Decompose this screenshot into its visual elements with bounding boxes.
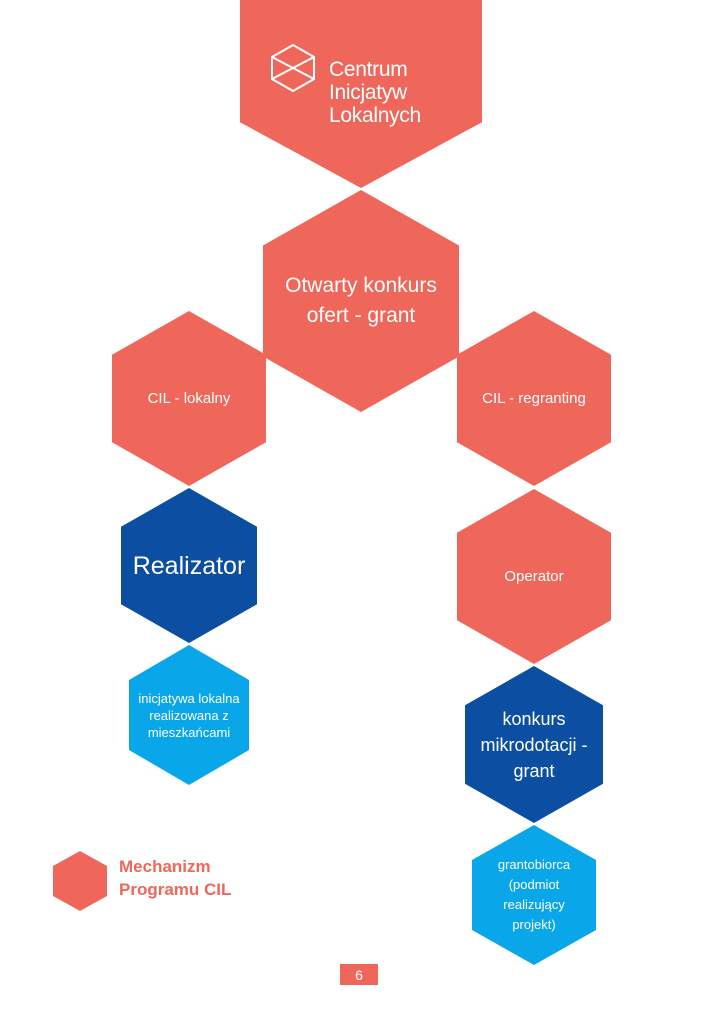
node-realizator: Realizator [121,488,257,643]
logo-line-2: Inicjatyw [329,81,407,104]
legend-line-2: Programu CIL [119,880,232,899]
node-operator: Operator [457,489,611,664]
legend-hexagon-icon [53,851,107,911]
node-grantobiorca-label: grantobiorca (podmiot realizujący projek… [497,857,571,932]
logo-text: Centrum Inicjatyw Lokalnych [329,58,421,127]
node-cil-regranting-label: CIL - regranting [482,389,586,407]
logo-line-1: Centrum [329,58,408,81]
node-mikrodotacje-label: konkurs mikrodotacji - grant [480,708,588,781]
logo-line-3: Lokalnych [329,104,421,127]
hexagon-cube-logo-icon [271,43,315,93]
node-realizator-label: Realizator [132,551,246,580]
node-operator-label: Operator [504,567,564,585]
node-otwarty-konkurs: Otwarty konkurs ofert - grant [263,190,459,412]
node-inicjatywa-label: inicjatywa lokalna realizowana z mieszka… [138,690,240,740]
page-number: 6 [340,964,378,985]
node-grantobiorca: grantobiorca (podmiot realizujący projek… [472,825,596,965]
node-cil-lokalny-label: CIL - lokalny [147,389,231,407]
node-cil-regranting: CIL - regranting [457,311,611,486]
node-cil-lokalny: CIL - lokalny [112,311,266,486]
node-otwarty-konkurs-label: Otwarty konkurs ofert - grant [285,274,437,327]
node-inicjatywa: inicjatywa lokalna realizowana z mieszka… [129,645,249,785]
node-mikrodotacje: konkurs mikrodotacji - grant [465,666,603,823]
legend-title: Mechanizm Programu CIL [119,855,231,901]
legend-line-1: Mechanizm [119,857,211,876]
